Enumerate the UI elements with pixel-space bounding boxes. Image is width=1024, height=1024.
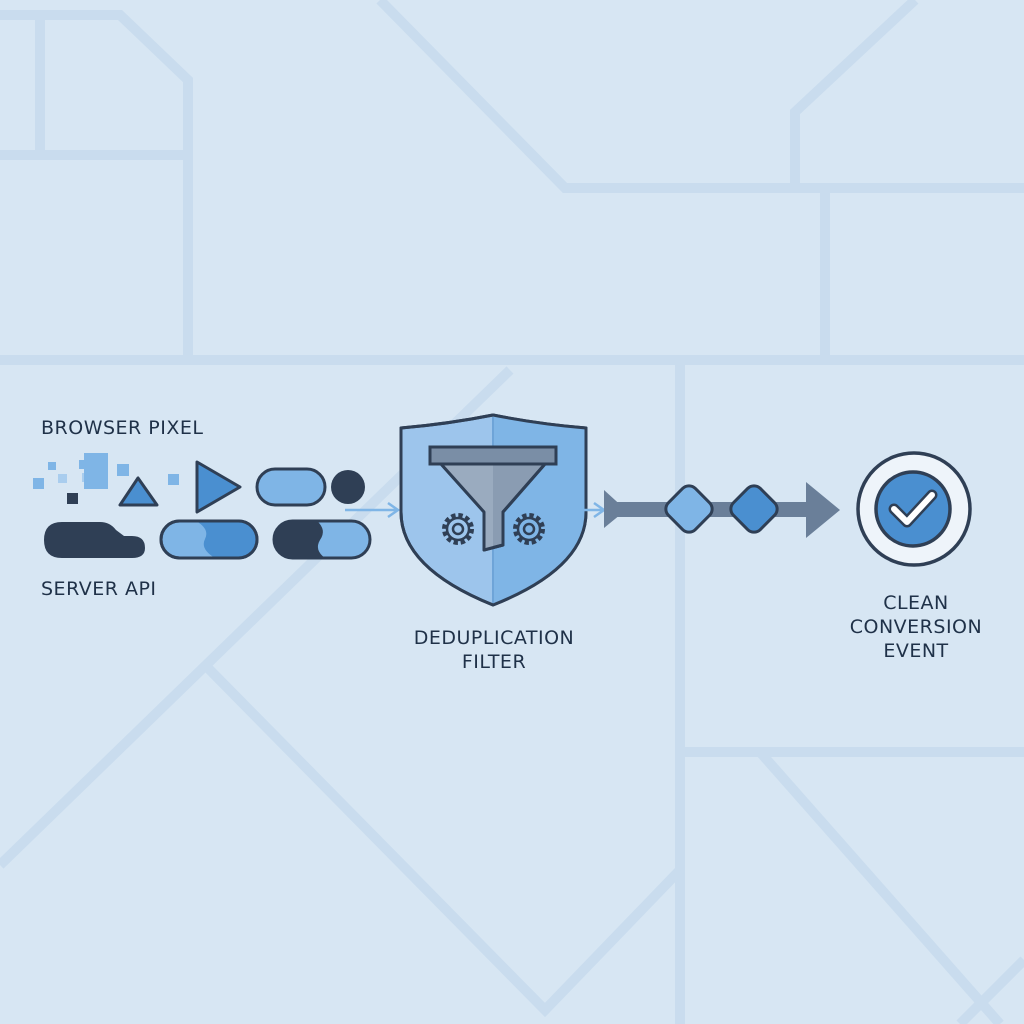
- server-api-data-shapes: [44, 519, 372, 560]
- server-api-label: SERVER API: [41, 578, 157, 600]
- result-label-line1: CLEAN: [883, 592, 949, 614]
- funnel-icon: [428, 445, 558, 552]
- input-arrow: [345, 501, 401, 519]
- browser-pixel-data-shapes: [33, 453, 365, 514]
- checkmark-circle-icon: [856, 451, 972, 567]
- browser-pixel-label: BROWSER PIXEL: [41, 417, 204, 439]
- result-label-line3: EVENT: [883, 640, 949, 662]
- gear-icon: [442, 513, 545, 545]
- clean-stream-arrow: [604, 482, 840, 538]
- filter-label-line1: DEDUPLICATION: [413, 627, 575, 649]
- filter-label-line2: FILTER: [461, 651, 527, 673]
- result-label-line2: CONVERSION: [849, 616, 983, 638]
